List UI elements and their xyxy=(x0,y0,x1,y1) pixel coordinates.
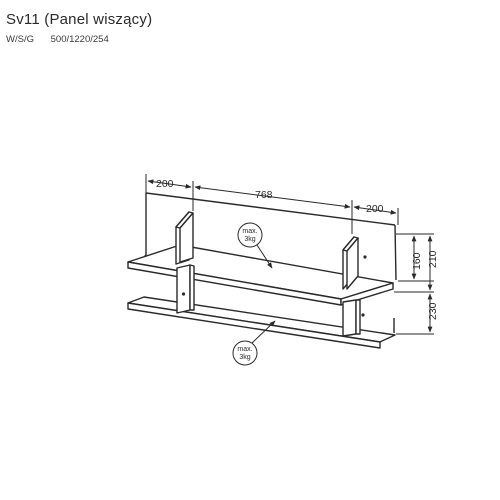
product-title: Sv11 (Panel wiszący) xyxy=(6,11,153,28)
dim-middle-width: 768 xyxy=(255,189,273,201)
lower-right-bracket xyxy=(342,255,367,337)
lower-shelf xyxy=(127,296,396,349)
lower-load-label-line2: 3kg xyxy=(239,354,250,361)
width-dimensions xyxy=(145,174,399,234)
upper-load-callout: max. 3kg xyxy=(237,222,273,269)
spec-value: 500/1220/254 xyxy=(50,34,109,45)
dim-lower-height: 230 xyxy=(427,302,439,320)
dim-upper-height: 210 xyxy=(427,250,439,268)
dim-right-width: 200 xyxy=(366,203,384,215)
lower-load-label-line1: max. xyxy=(237,346,252,353)
lower-left-bracket xyxy=(176,264,195,314)
upper-right-bracket xyxy=(342,236,359,290)
product-specs: W/S/G 500/1220/254 xyxy=(6,34,109,45)
lower-load-callout: max. 3kg xyxy=(232,320,276,366)
height-dimensions xyxy=(394,233,434,335)
spec-label: W/S/G xyxy=(6,34,34,45)
upper-load-label-line1: max. xyxy=(242,228,257,235)
dim-left-width: 200 xyxy=(156,178,174,190)
upper-left-bracket xyxy=(175,211,194,265)
upper-load-label-line2: 3kg xyxy=(244,236,255,243)
dim-upper-gap: 160 xyxy=(411,252,423,270)
